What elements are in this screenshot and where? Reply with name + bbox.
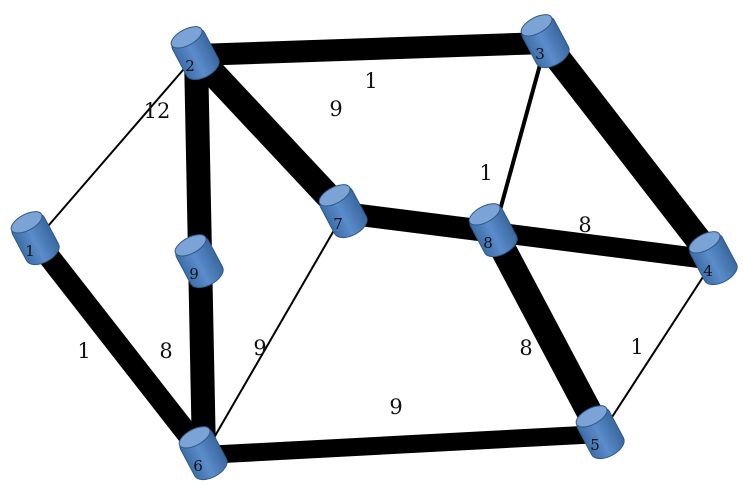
edge-weight-label: 8 [519, 336, 532, 360]
edge-7-6 [203, 212, 345, 456]
edge-weight-label: 1 [479, 161, 492, 185]
edge-4-5 [600, 259, 715, 435]
edge-3-8 [492, 42, 548, 233]
edge-weight-label: 1 [364, 69, 377, 93]
edge-2-3 [195, 32, 547, 66]
edge-weight-label: 1 [77, 339, 90, 363]
edge-2-1 [35, 54, 197, 241]
edge-weight-label: 8 [578, 213, 591, 237]
node-label: 4 [703, 262, 713, 280]
node-cylinder-top [174, 234, 207, 257]
edge-weight-label: 1 [630, 335, 643, 359]
node-label: 6 [193, 457, 203, 475]
node-label: 8 [483, 234, 493, 252]
node-7 [318, 184, 368, 239]
edge-weight-label: 9 [389, 395, 402, 419]
edge-8-4 [492, 222, 716, 270]
node-label: 5 [590, 436, 600, 454]
node-3 [520, 14, 570, 69]
edges-layer [27, 32, 725, 464]
node-cylinder-top [575, 405, 608, 428]
node-4 [688, 231, 738, 286]
node-label: 7 [333, 215, 343, 233]
node-cylinder-top [178, 426, 211, 449]
node-cylinder-top [468, 203, 501, 226]
edge-8-5 [482, 225, 613, 441]
node-cylinder-top [170, 26, 203, 49]
edge-weight-label: 8 [159, 339, 172, 363]
node-label: 2 [185, 57, 195, 75]
node-8 [468, 203, 518, 258]
node-label: 9 [189, 265, 199, 283]
edge-weight-label: 9 [329, 97, 342, 121]
node-2 [170, 26, 220, 81]
node-label: 1 [25, 242, 35, 260]
node-5 [575, 405, 625, 460]
edge-3-4 [535, 35, 725, 268]
node-cylinder-top [520, 14, 553, 37]
edge-2-7 [186, 46, 354, 222]
edge-1-6 [27, 233, 213, 462]
edge-weight-label: 12 [144, 99, 171, 123]
node-label: 3 [535, 45, 545, 63]
edge-6-5 [203, 425, 602, 464]
node-6 [178, 426, 228, 481]
node-cylinder-top [10, 211, 43, 234]
edge-weight-label: 9 [253, 336, 266, 360]
node-cylinder-top [318, 184, 351, 207]
node-1 [10, 211, 60, 266]
node-cylinder-top [688, 231, 721, 254]
node-9 [174, 234, 224, 289]
edge-7-8 [342, 202, 496, 243]
